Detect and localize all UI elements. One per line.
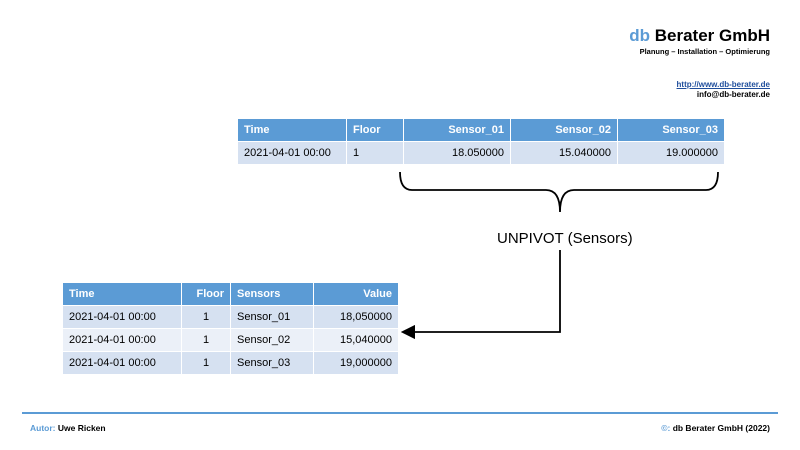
unpivot-arrow	[400, 250, 561, 340]
author-name: Uwe Ricken	[57, 423, 106, 433]
header-time: Time	[62, 282, 182, 306]
table-row: 2021-04-01 00:00 1 Sensor_03 19,000000	[62, 351, 399, 375]
unpivot-label: UNPIVOT (Sensors)	[497, 230, 633, 247]
source-table-header: Time Floor Sensor_01 Sensor_02 Sensor_03	[237, 118, 725, 142]
footer-copyright: ©: db Berater GmbH (2022)	[661, 423, 770, 433]
brand-block: db Berater GmbH Planung – Installation –…	[629, 26, 770, 56]
brand-tagline: Planung – Installation – Optimierung	[639, 47, 770, 56]
header-sensor-01: Sensor_01	[403, 118, 511, 142]
source-table: Time Floor Sensor_01 Sensor_02 Sensor_03…	[237, 118, 725, 165]
header-time: Time	[237, 118, 347, 142]
header-floor: Floor	[181, 282, 231, 306]
result-table-header: Time Floor Sensors Value	[62, 282, 399, 306]
header-value: Value	[313, 282, 399, 306]
footer-author: Autor: Uwe Ricken	[30, 423, 106, 433]
footer-divider	[22, 412, 778, 414]
cell-floor: 1	[181, 328, 231, 352]
table-row: 2021-04-01 00:00 1 Sensor_02 15,040000	[62, 328, 399, 352]
cell-value: 19,000000	[313, 351, 399, 375]
cell-sensor: Sensor_03	[230, 351, 314, 375]
website-link[interactable]: http://www.db-berater.de	[676, 80, 770, 89]
brand-name: Berater GmbH	[654, 26, 770, 45]
result-table: Time Floor Sensors Value 2021-04-01 00:0…	[62, 282, 399, 375]
cell-value: 15,040000	[313, 328, 399, 352]
header-sensor-03: Sensor_03	[617, 118, 725, 142]
email-text: info@db-berater.de	[696, 90, 770, 99]
copyright-text: db Berater GmbH (2022)	[672, 423, 770, 433]
curly-brace	[399, 171, 719, 213]
cell-floor: 1	[346, 141, 404, 165]
author-label: Autor:	[30, 423, 56, 433]
brand-prefix: db	[629, 26, 650, 45]
cell-sensor-02: 15.040000	[510, 141, 618, 165]
header-sensor-02: Sensor_02	[510, 118, 618, 142]
cell-sensor: Sensor_02	[230, 328, 314, 352]
cell-value: 18,050000	[313, 305, 399, 329]
cell-sensor-03: 19.000000	[617, 141, 725, 165]
brand-title: db Berater GmbH	[629, 26, 770, 46]
cell-time: 2021-04-01 00:00	[62, 351, 182, 375]
table-row: 2021-04-01 00:00 1 Sensor_01 18,050000	[62, 305, 399, 329]
table-row: 2021-04-01 00:00 1 18.050000 15.040000 1…	[237, 141, 725, 165]
cell-sensor-01: 18.050000	[403, 141, 511, 165]
cell-time: 2021-04-01 00:00	[62, 305, 182, 329]
header-floor: Floor	[346, 118, 404, 142]
contact-block: http://www.db-berater.de info@db-berater…	[677, 80, 770, 100]
cell-floor: 1	[181, 305, 231, 329]
cell-floor: 1	[181, 351, 231, 375]
cell-time: 2021-04-01 00:00	[237, 141, 347, 165]
header-sensors: Sensors	[230, 282, 314, 306]
cell-sensor: Sensor_01	[230, 305, 314, 329]
cell-time: 2021-04-01 00:00	[62, 328, 182, 352]
copyright-label: ©:	[661, 423, 671, 433]
